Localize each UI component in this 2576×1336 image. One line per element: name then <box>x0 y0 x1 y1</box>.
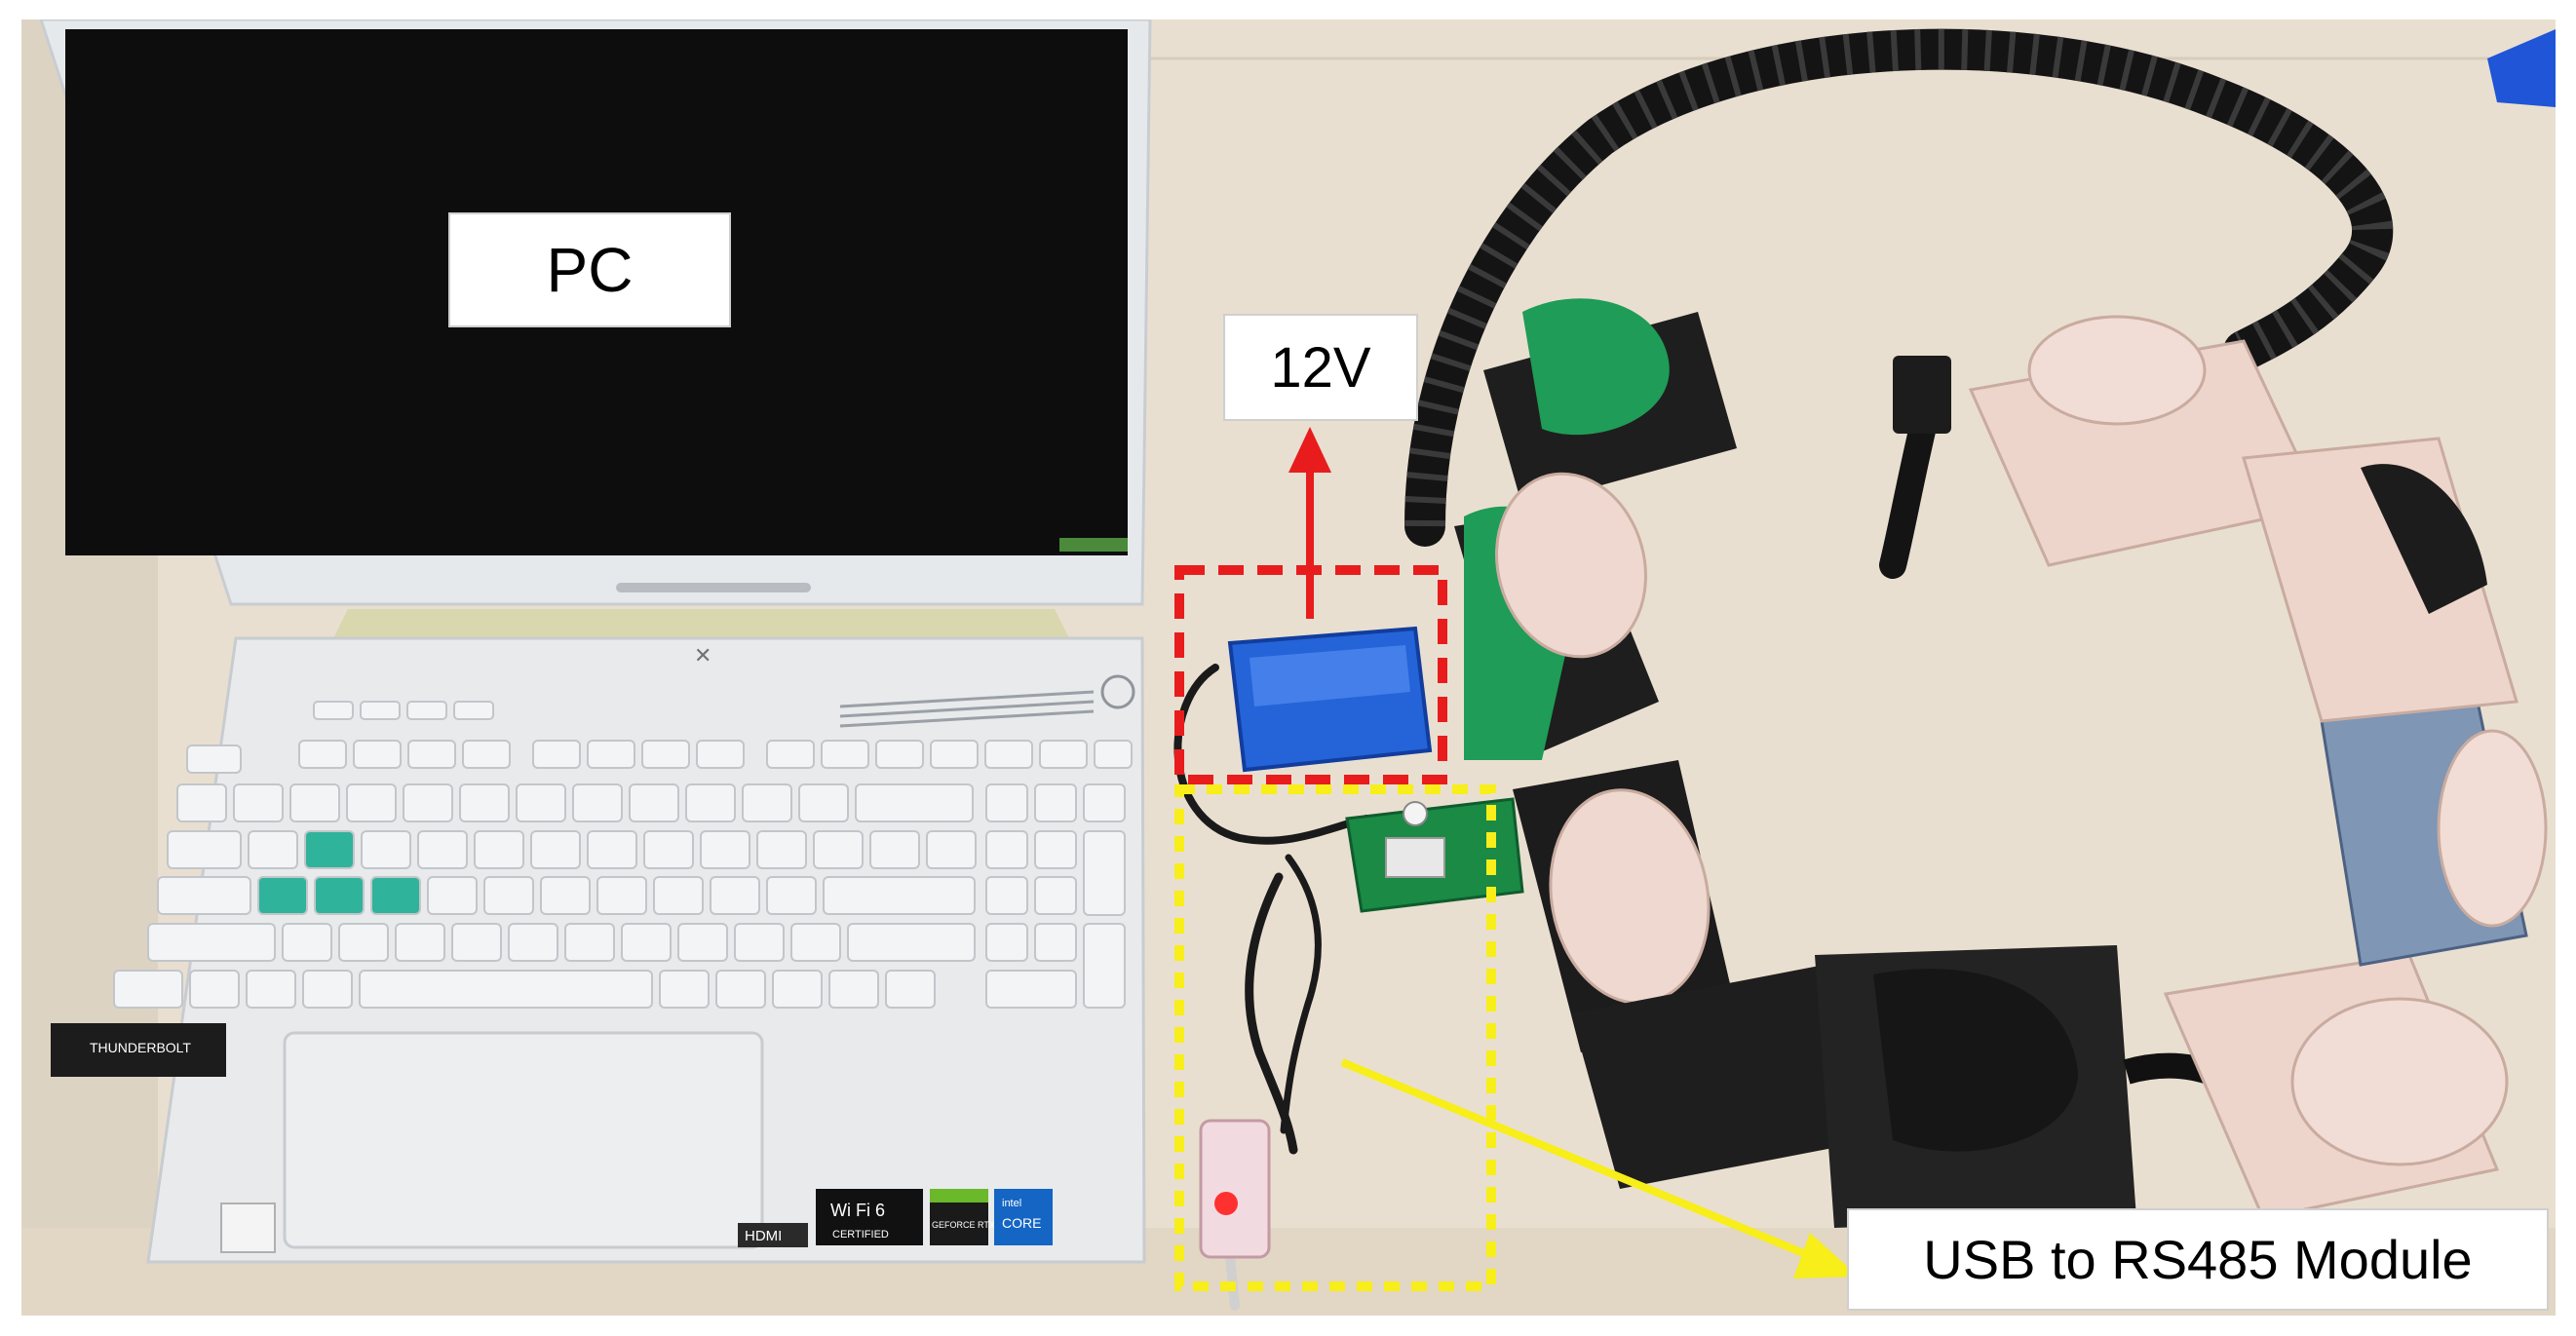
pink-disc-3 <box>2290 997 2509 1166</box>
thunderbolt-sticker-text: THUNDERBOLT <box>90 1040 191 1055</box>
keyboard <box>113 701 1133 1009</box>
geforce-sticker-accent <box>930 1189 988 1202</box>
pcb-board <box>1345 797 1524 913</box>
module-callout-box <box>1174 784 1496 1291</box>
battery-cable <box>1173 664 1370 845</box>
voltage-label: 12V <box>1223 314 1418 421</box>
pink-disc-4 <box>2437 729 2548 928</box>
snake-robot <box>1404 28 2548 1228</box>
laptop-hinge <box>333 609 1069 638</box>
pcb-connector <box>1385 837 1445 878</box>
usb-module-label: USB to RS485 Module <box>1847 1208 2549 1311</box>
hdmi-sticker <box>738 1223 808 1247</box>
hdmi-sticker-text: HDMI <box>745 1228 782 1244</box>
intel-sticker-text: intel <box>1002 1198 1021 1209</box>
pc-label: PC <box>448 212 731 327</box>
x-logo: ✕ <box>694 643 711 668</box>
battery-arrow-head <box>1288 427 1331 473</box>
module-arrow-shaft <box>1340 1058 1826 1266</box>
lid-hinge-slot <box>616 583 811 592</box>
usb-rs485-module <box>1199 1119 1271 1259</box>
wifi-sticker <box>816 1189 923 1245</box>
black-connector-upper <box>1893 356 1951 434</box>
black-cap-upper <box>2361 464 2487 614</box>
black-module-3-shell <box>1873 969 2078 1152</box>
scene-photo: ✕ <box>21 19 2556 1316</box>
thunderbolt-sticker <box>51 1023 226 1077</box>
screen-sticker <box>1059 538 1128 552</box>
battery-highlight <box>1250 645 1410 706</box>
intel-core-text: CORE <box>1002 1215 1041 1231</box>
usb-module-body <box>1199 1119 1271 1259</box>
module-arrow-head <box>1793 1233 1859 1279</box>
pink-disc-5 <box>2027 315 2207 426</box>
touchpad <box>283 1031 764 1249</box>
pink-disc-1 <box>1494 472 1648 659</box>
geforce-sticker-text: GEFORCE RTX <box>932 1220 995 1230</box>
module-cable-2 <box>1280 854 1322 1134</box>
small-sticker <box>220 1202 276 1253</box>
usb-module-led <box>1214 1192 1238 1215</box>
wifi-sticker-text: Wi Fi 6 <box>830 1201 885 1220</box>
cables <box>1173 664 1370 1311</box>
wifi-certified-text: CERTIFIED <box>832 1229 889 1241</box>
laptop: ✕ <box>39 19 1152 1264</box>
green-module-top-shell <box>1522 298 1670 436</box>
intel-sticker <box>994 1189 1053 1245</box>
battery-pack <box>1227 626 1433 773</box>
spiral-cable-wrap <box>1404 28 2394 547</box>
speaker-grille <box>839 690 1095 728</box>
black-module-2 <box>1571 965 1873 1189</box>
power-button <box>1100 674 1135 709</box>
pcb-component <box>1403 801 1428 826</box>
blue-object-corner <box>2487 29 2556 107</box>
